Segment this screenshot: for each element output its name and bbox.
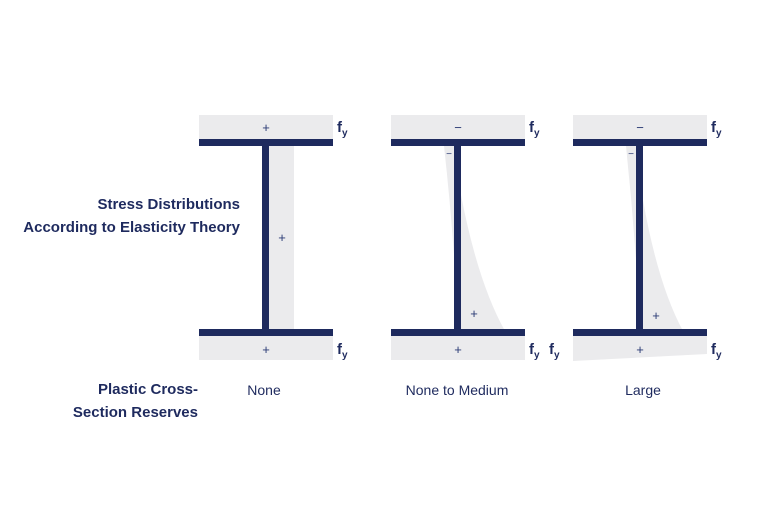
caption-column-1: None: [247, 382, 281, 398]
beam-1-top-flange: [199, 139, 333, 146]
beam-3-web-positive-wedge: [643, 200, 683, 331]
beam-3-web: [636, 143, 643, 335]
beam-1-bottom-yield-label: fy: [337, 341, 348, 361]
beam-1-bottom-flange: [199, 329, 333, 336]
beam-1-top-flange-stress-block: [199, 115, 333, 140]
beam-diagram-1: + + + fy fy: [199, 115, 348, 361]
beam-3-bottom-flange-sign: +: [636, 342, 644, 357]
beam-2-bottom-flange-stress-block: [391, 335, 525, 360]
beam-2-web-positive-sign: +: [470, 306, 478, 321]
beam-3-web-negative-sign: −: [628, 149, 634, 160]
beam-1-bottom-flange-sign: +: [262, 342, 270, 357]
beam-1-bottom-flange-stress-block: [199, 335, 333, 360]
beam-1-web-sign: +: [278, 230, 286, 245]
beam-2-web-negative-wedge: [444, 146, 454, 255]
plastic-reserves-row-label: Plastic Cross- Section Reserves: [72, 381, 198, 422]
beam-3-top-flange-sign: −: [636, 120, 644, 135]
beam-2-top-flange-stress-block: [391, 115, 525, 140]
beam-3-top-flange: [573, 139, 707, 146]
elasticity-theory-row-label: Stress Distributions According to Elasti…: [23, 196, 240, 237]
beam-2-web-positive-wedge: [461, 195, 505, 331]
beam-2-top-flange-sign: −: [454, 120, 462, 135]
beam-1-top-flange-sign: +: [262, 120, 270, 135]
caption-column-2: None to Medium: [405, 382, 509, 398]
beam-3-bottom-flange-stress-block: [573, 335, 707, 361]
beam-3-web-positive-sign: +: [652, 308, 660, 323]
beam-3-bottom-right-yield-label: fy: [711, 341, 722, 361]
beam-3-top-flange-stress-block: [573, 115, 707, 140]
beam-1-top-yield-label: fy: [337, 119, 348, 139]
beam-1-web-stress-block: [269, 145, 294, 330]
beam-3-bottom-left-yield-label: fy: [549, 341, 560, 361]
beam-2-bottom-flange: [391, 329, 525, 336]
beam-2-top-yield-label: fy: [529, 119, 540, 139]
beam-2-bottom-yield-label: fy: [529, 341, 540, 361]
beam-3-top-yield-label: fy: [711, 119, 722, 139]
beam-2-web: [454, 143, 461, 335]
beam-3-bottom-flange: [573, 329, 707, 336]
beam-diagram-3: − − + + fy fy fy: [549, 115, 722, 361]
beam-3-web-negative-wedge: [626, 146, 636, 260]
beam-2-top-flange: [391, 139, 525, 146]
beam-1-web: [262, 143, 269, 335]
beam-2-web-negative-sign: −: [446, 149, 452, 160]
beam-2-bottom-flange-sign: +: [454, 342, 462, 357]
beam-diagram-2: − − + + fy fy: [391, 115, 540, 361]
caption-column-3: Large: [625, 382, 661, 398]
